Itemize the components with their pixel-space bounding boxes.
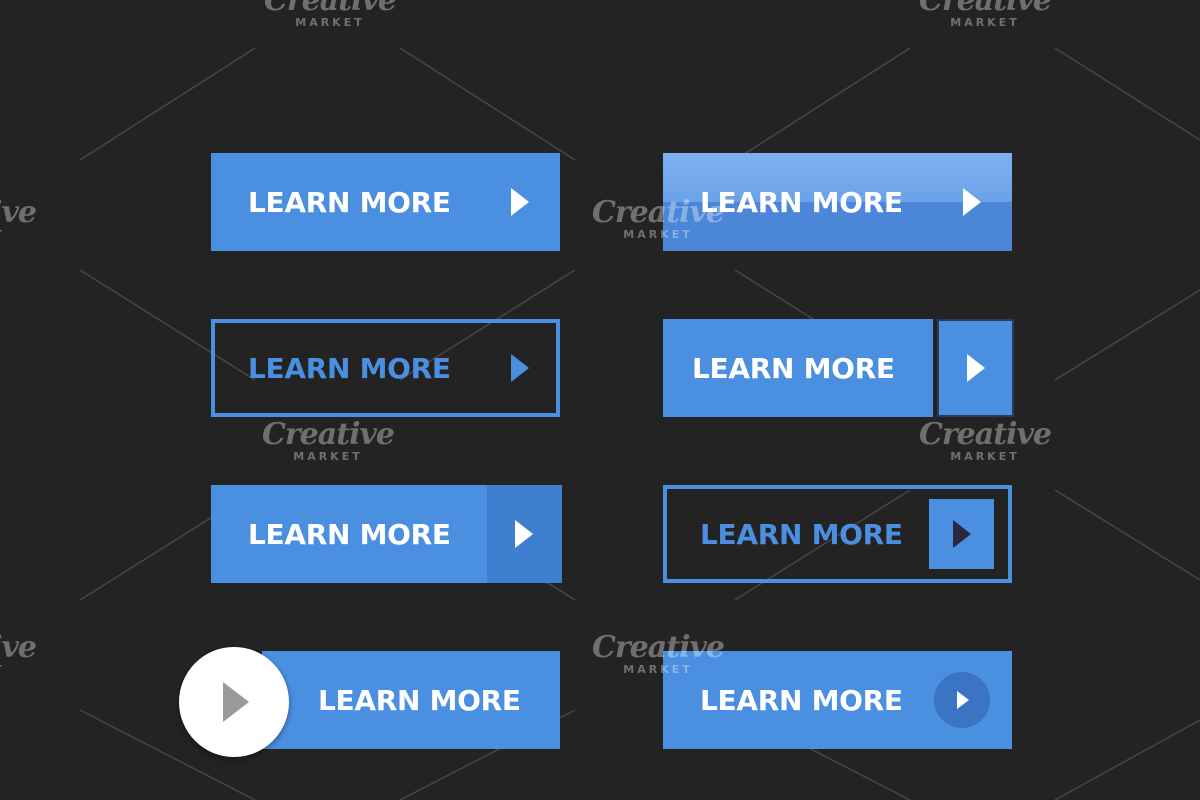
button-label: LEARN MORE: [318, 684, 521, 717]
learn-more-button-split[interactable]: LEARN MORE: [663, 319, 933, 417]
circle-play-button[interactable]: [179, 647, 289, 757]
play-arrow-icon: [967, 354, 985, 382]
learn-more-button-outline-box[interactable]: LEARN MORE: [663, 485, 1012, 583]
learn-more-button-circle-right[interactable]: LEARN MORE: [663, 651, 1012, 749]
learn-more-button-arrow-section[interactable]: LEARN MORE: [211, 485, 562, 583]
learn-more-button-circle-left[interactable]: LEARN MORE: [262, 651, 560, 749]
play-arrow-icon: [953, 520, 971, 548]
button-label: LEARN MORE: [248, 186, 451, 219]
button-label: LEARN MORE: [248, 352, 451, 385]
play-arrow-icon: [515, 520, 533, 548]
split-arrow-button[interactable]: [937, 319, 1014, 417]
arrow-circle: [934, 672, 990, 728]
play-arrow-icon: [511, 188, 529, 216]
learn-more-button-outline[interactable]: LEARN MORE: [211, 319, 560, 417]
arrow-box: [929, 499, 994, 569]
button-label: LEARN MORE: [692, 352, 895, 385]
button-label: LEARN MORE: [700, 684, 903, 717]
button-label: LEARN MORE: [248, 518, 451, 551]
button-label: LEARN MORE: [700, 518, 903, 551]
arrow-section: [487, 485, 562, 583]
play-arrow-icon: [963, 188, 981, 216]
button-label: LEARN MORE: [700, 186, 903, 219]
learn-more-button-glossy[interactable]: LEARN MORE: [663, 153, 1012, 251]
play-arrow-icon: [957, 691, 969, 709]
learn-more-button-flat[interactable]: LEARN MORE: [211, 153, 560, 251]
play-arrow-icon: [223, 682, 249, 722]
play-arrow-icon: [511, 354, 529, 382]
